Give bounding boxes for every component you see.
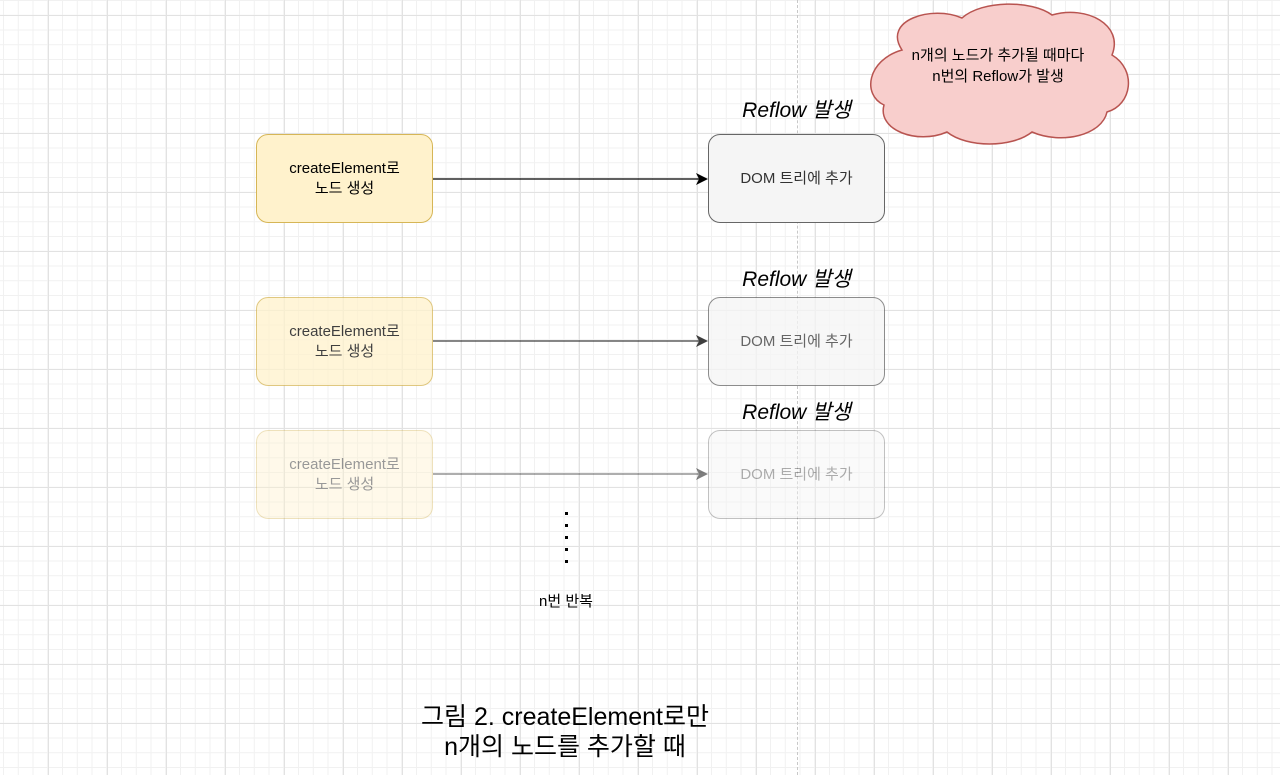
cloud-note-line1: n개의 노드가 추가될 때마다 xyxy=(911,47,1085,64)
caption-line2: n개의 노드를 추가할 때 xyxy=(444,733,686,761)
create-element-node[interactable]: createElement로 노드 생성 xyxy=(256,297,433,386)
arrowhead-icon xyxy=(696,468,708,480)
cloud-note-text: n개의 노드가 추가될 때마다 n번의 Reflow가 발생 xyxy=(862,45,1134,87)
figure-caption: 그림 2. createElement로만 n개의 노드를 추가할 때 xyxy=(380,702,750,762)
cloud-note-line2: n번의 Reflow가 발생 xyxy=(932,68,1064,85)
reflow-label: Reflow 발생 xyxy=(742,268,851,291)
arrowhead-icon xyxy=(696,173,708,185)
create-node-line2: 노드 생성 xyxy=(314,342,375,360)
dom-append-node[interactable]: DOM 트리에 추가 xyxy=(708,297,885,386)
reflow-label: Reflow 발생 xyxy=(742,401,851,424)
arrow-row-2 xyxy=(433,335,708,347)
create-element-node[interactable]: createElement로 노드 생성 xyxy=(256,430,433,519)
caption-line1: 그림 2. createElement로만 xyxy=(421,703,709,731)
vertical-guide-line xyxy=(797,0,798,775)
create-node-line2: 노드 생성 xyxy=(314,179,375,197)
cloud-note-shape[interactable] xyxy=(862,0,1134,145)
arrow-row-3 xyxy=(433,468,708,480)
dom-node-label: DOM 트리에 추가 xyxy=(740,169,853,187)
create-element-node[interactable]: createElement로 노드 생성 xyxy=(256,134,433,223)
dom-node-label: DOM 트리에 추가 xyxy=(740,332,853,350)
dom-node-label: DOM 트리에 추가 xyxy=(740,465,853,483)
arrowhead-icon xyxy=(696,335,708,347)
create-node-line2: 노드 생성 xyxy=(314,475,375,493)
create-node-line1: createElement로 xyxy=(289,159,400,177)
arrow-row-1 xyxy=(433,173,708,185)
dom-append-node[interactable]: DOM 트리에 추가 xyxy=(708,134,885,223)
repeat-label: n번 반복 xyxy=(539,593,593,610)
vertical-ellipsis-icon xyxy=(560,512,572,572)
create-node-line1: createElement로 xyxy=(289,455,400,473)
reflow-label: Reflow 발생 xyxy=(742,99,851,122)
create-node-line1: createElement로 xyxy=(289,322,400,340)
dom-append-node[interactable]: DOM 트리에 추가 xyxy=(708,430,885,519)
